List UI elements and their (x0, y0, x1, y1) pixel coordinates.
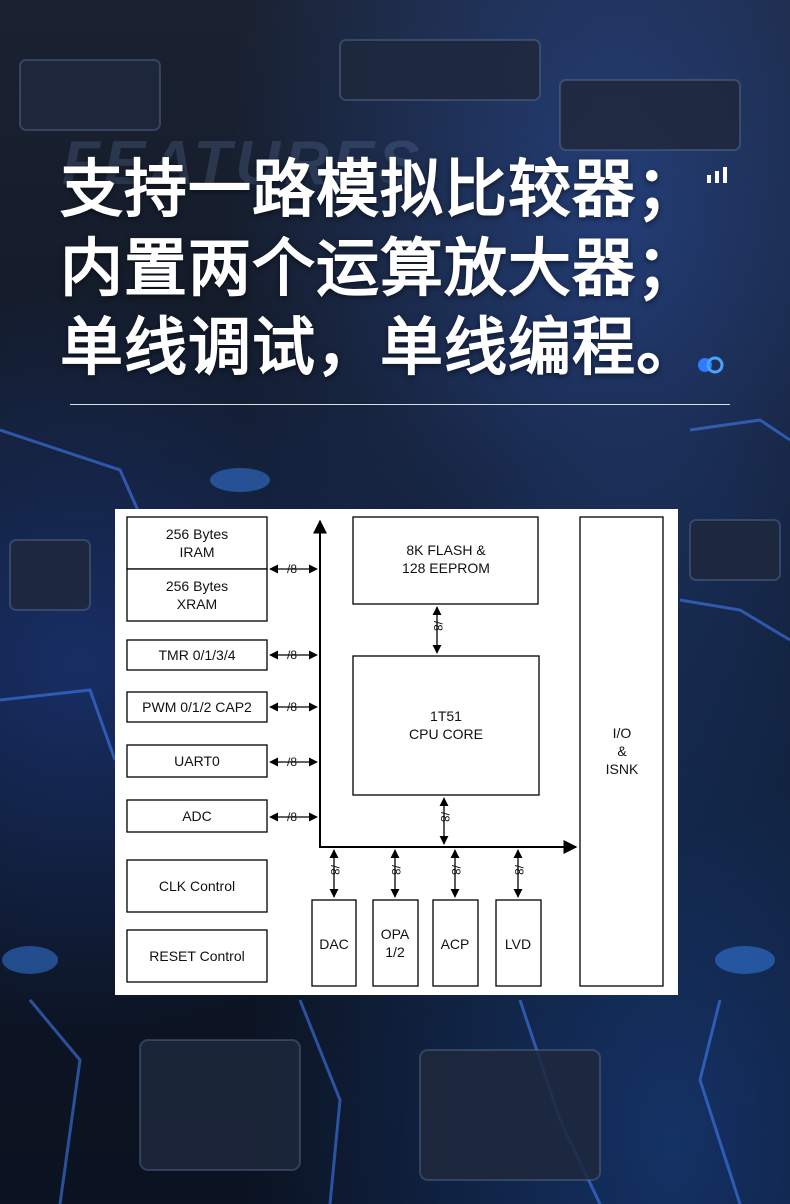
tmr-bus-width: /8 (287, 648, 297, 662)
uart-block (126, 744, 268, 778)
flash-block (352, 516, 539, 605)
acp-block (432, 899, 479, 987)
flash-label-2: 128 EEPROM (402, 560, 490, 576)
opa-label-1: OPA (381, 926, 410, 942)
acp-label: ACP (441, 936, 470, 952)
opa-bus-width: /8 (389, 865, 403, 875)
io-isnk-block (579, 516, 664, 987)
clk-control-label: CLK Control (159, 878, 235, 894)
cpu-label-2: CPU CORE (409, 726, 483, 742)
cpu-bus-width: /8 (438, 812, 452, 822)
tmr-label: TMR 0/1/3/4 (158, 647, 235, 663)
opa-label-2: 1/2 (385, 944, 405, 960)
opa-block (372, 899, 419, 987)
reset-control-label: RESET Control (149, 948, 244, 964)
signal-bars-icon (707, 167, 727, 183)
flash-label-1: 8K FLASH & (406, 542, 486, 558)
io-label-1: I/O (613, 725, 632, 741)
dac-label: DAC (319, 936, 349, 952)
io-label-2: & (617, 743, 627, 759)
headline-divider (70, 404, 730, 405)
lvd-block (495, 899, 542, 987)
pwm-label: PWM 0/1/2 CAP2 (142, 699, 252, 715)
iram-label-2: IRAM (180, 544, 215, 560)
block-diagram-svg: /8 /8 /8 /8 /8 /8 /8 /8 /8 /8 /8 256 Byt… (126, 516, 664, 987)
lvd-bus-width: /8 (512, 865, 526, 875)
cpu-core-block (352, 655, 540, 796)
lvd-label: LVD (505, 936, 531, 952)
headline-line-1: 支持一路模拟比较器； (60, 153, 700, 226)
adc-bus-width: /8 (287, 810, 297, 824)
cpu-label-1: 1T51 (430, 708, 462, 724)
tmr-block (126, 639, 268, 671)
acp-bus-width: /8 (449, 865, 463, 875)
iram-label-1: 256 Bytes (166, 526, 228, 542)
io-label-3: ISNK (606, 761, 639, 777)
iram-block (126, 516, 268, 570)
headline-line-3: 单线调试，单线编程。 (60, 311, 700, 384)
adc-label: ADC (182, 808, 212, 824)
pwm-block (126, 691, 268, 723)
headline: 支持一路模拟比较器； 内置两个运算放大器； 单线调试，单线编程。 (60, 150, 710, 387)
dac-bus-width: /8 (328, 865, 342, 875)
adc-block (126, 799, 268, 833)
flash-bus-width: /8 (431, 621, 445, 631)
pwm-bus-width: /8 (287, 700, 297, 714)
uart-bus-width: /8 (287, 755, 297, 769)
xram-label-2: XRAM (177, 596, 217, 612)
headline-line-2: 内置两个运算放大器； (60, 232, 700, 305)
xram-block (126, 568, 268, 622)
reset-control-block (126, 929, 268, 983)
dac-block (311, 899, 357, 987)
ram-bus-width: /8 (287, 562, 297, 576)
uart-label: UART0 (174, 753, 220, 769)
block-diagram: /8 /8 /8 /8 /8 /8 /8 /8 /8 /8 /8 256 Byt… (115, 509, 678, 995)
xram-label-1: 256 Bytes (166, 578, 228, 594)
features-watermark: FEATURES (62, 129, 424, 198)
two-circles-icon (698, 356, 724, 374)
clk-control-block (126, 859, 268, 913)
